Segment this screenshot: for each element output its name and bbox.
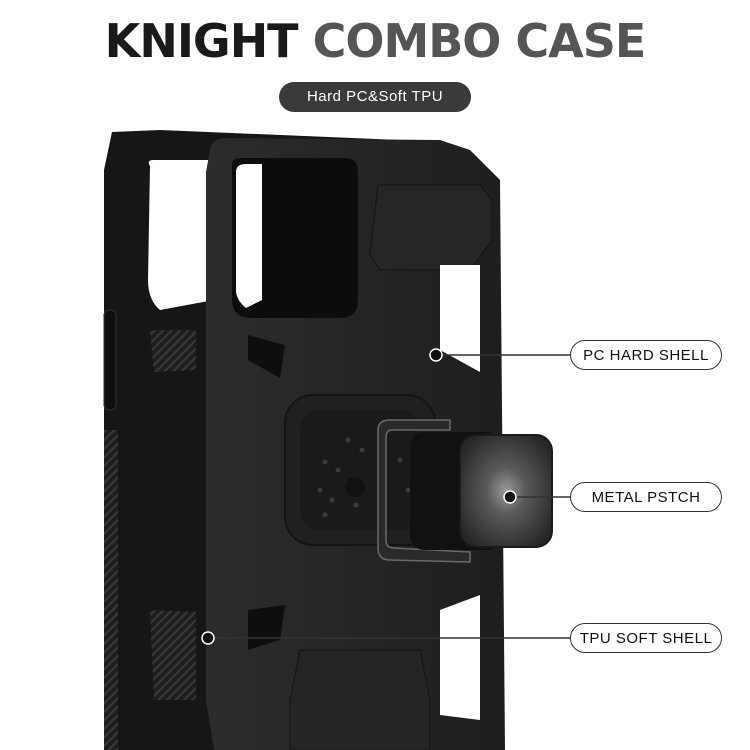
- callout-dot-pc: [429, 348, 443, 362]
- callout-dot-metal: [503, 490, 517, 504]
- callout-tpu-soft-shell: TPU SOFT SHELL: [570, 623, 722, 653]
- callout-metal-patch: METAL PSTCH: [570, 482, 722, 512]
- callout-pc-hard-shell: PC HARD SHELL: [570, 340, 722, 370]
- side-grip-texture: [104, 430, 118, 750]
- metal-patch: [459, 434, 553, 548]
- side-grip-lower: [150, 610, 196, 700]
- title-part-combo-case: COMBO CASE: [312, 14, 647, 68]
- side-grip-upper: [150, 330, 196, 372]
- callout-dot-tpu: [201, 631, 215, 645]
- pc-hard-shell: [206, 138, 505, 750]
- page-title: KNIGHT COMBO CASE: [0, 14, 750, 68]
- subtitle-badge: Hard PC&Soft TPU: [279, 82, 471, 112]
- title-part-knight: KNIGHT: [104, 14, 299, 68]
